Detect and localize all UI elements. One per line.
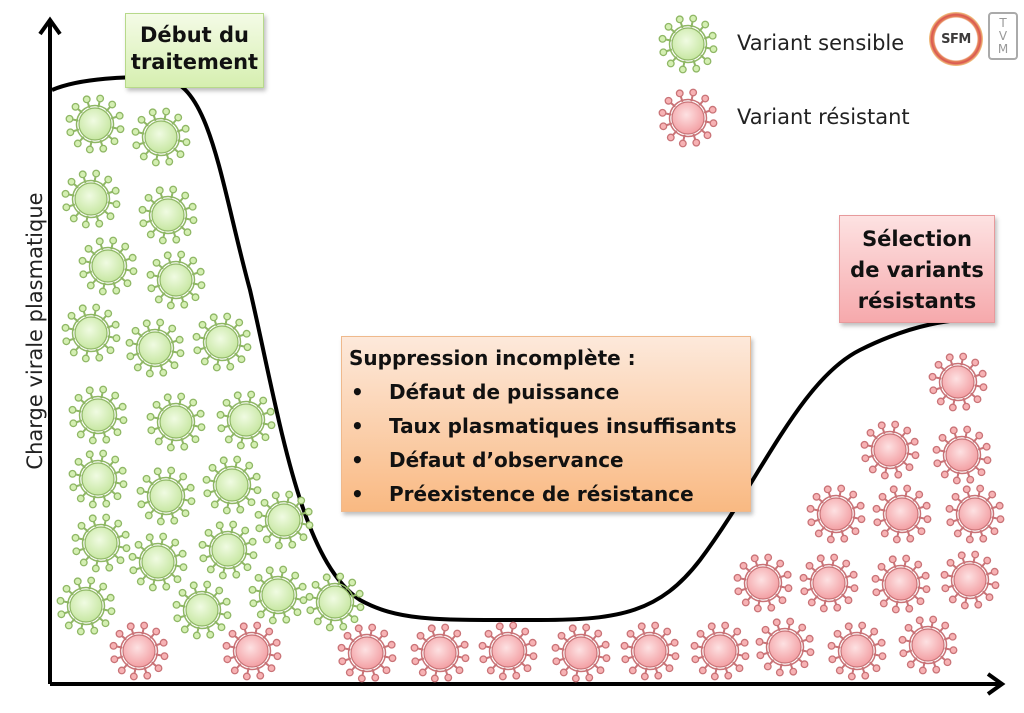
- resistant-variant-virus-icon: [337, 623, 397, 683]
- tvm-letter: T: [999, 15, 1007, 30]
- sfm-logo-text: SFM: [941, 31, 971, 47]
- sensitive-variant-virus-icon: [192, 312, 252, 372]
- resistant-variant-virus-icon: [620, 621, 680, 681]
- sensitive-variant-virus-icon: [248, 565, 308, 625]
- sensitive-variant-virus-icon: [65, 94, 125, 154]
- treatment-start-line: Début du: [140, 23, 249, 47]
- resistant-variant-virus-icon: [945, 484, 1005, 544]
- tvm-letter: M: [997, 41, 1009, 56]
- sensitive-variant-virus-icon: [172, 580, 232, 640]
- resistant-variant-virus-icon: [940, 550, 1000, 610]
- sensitive-variant-virus-icon: [78, 236, 138, 296]
- suppression-item: • Préexistence de résistance: [349, 477, 750, 511]
- resistant-variant-virus-icon: [872, 484, 932, 544]
- x-axis-arrowhead: [986, 672, 1006, 696]
- resistant-variant-virus-icon: [222, 621, 282, 681]
- suppression-item: • Taux plasmatiques insuffisants: [349, 409, 750, 443]
- tvm-letter: V: [998, 28, 1008, 43]
- legend-label-sensible: Variant sensible: [737, 31, 905, 55]
- bullet: •: [351, 482, 364, 506]
- suppression-list: • Défaut de puissance • Taux plasmatiques …: [349, 375, 750, 511]
- resistant-selection-box: Sélection de variants résistants: [839, 215, 995, 323]
- resistant-variant-virus-icon: [410, 623, 470, 683]
- sensitive-variant-virus-icon: [68, 449, 128, 509]
- sensitive-variant-virus-icon: [146, 392, 206, 452]
- resistant-variant-virus-icon: [806, 484, 866, 544]
- selection-line: Sélection: [862, 227, 972, 251]
- sensitive-variant-virus-icon: [61, 169, 121, 229]
- sfm-logo: SFM: [929, 12, 983, 66]
- sensitive-variant-virus-icon: [68, 385, 128, 445]
- resistant-variant-virus-icon: [755, 617, 815, 677]
- resistant-variant-virus-icon: [733, 553, 793, 613]
- bullet: •: [351, 380, 364, 404]
- resistant-variant-virus-icon: [932, 425, 992, 485]
- sensitive-variant-virus-icon: [198, 520, 258, 580]
- sensitive-variant-virus-icon: [146, 250, 206, 310]
- suppression-item-text: Défaut d’observance: [389, 448, 624, 472]
- tvm-logo: T V M: [988, 12, 1018, 60]
- resistant-variant-virus-icon: [871, 554, 931, 614]
- resistant-variant-virus-icon: [690, 621, 750, 681]
- sensitive-variant-virus-icon: [128, 532, 188, 592]
- suppression-item-text: Défaut de puissance: [389, 380, 620, 404]
- sensitive-variant-virus-icon: [61, 303, 121, 363]
- suppression-item: • Défaut d’observance: [349, 443, 750, 477]
- sensitive-variant-virus-icon: [305, 572, 365, 632]
- sensitive-variant-virus-icon: [131, 107, 191, 167]
- sensitive-variant-virus-icon: [136, 466, 196, 526]
- sensitive-variant-virus-icon: [71, 513, 131, 573]
- sensitive-variant-virus-icon: [138, 185, 198, 245]
- sensitive-variant-virus-icon: [56, 576, 116, 636]
- virus-group: [56, 94, 1005, 683]
- suppression-item-text: Préexistence de résistance: [389, 482, 694, 506]
- suppression-item-text: Taux plasmatiques insuffisants: [389, 414, 737, 438]
- y-axis-arrowhead: [38, 16, 62, 36]
- legend-icons: [658, 14, 718, 148]
- sensitive-variant-virus-icon: [125, 318, 185, 378]
- selection-line: résistants: [857, 289, 977, 313]
- resistant-variant-virus-icon: [478, 621, 538, 681]
- incomplete-suppression-box: Suppression incomplète : • Défaut de puis…: [341, 336, 751, 512]
- y-axis-label: Charge virale plasmatique: [23, 192, 47, 470]
- resistant-variant-virus-icon: [898, 615, 958, 675]
- viral-load-curve: [51, 75, 996, 623]
- legend-label-resistant: Variant résistant: [737, 105, 910, 129]
- resistant-variant-virus-icon: [799, 553, 859, 613]
- selection-line: de variants: [850, 258, 984, 282]
- sensitive-variant-virus-icon: [254, 490, 314, 550]
- bullet: •: [351, 448, 364, 472]
- treatment-start-box: Début du traitement: [125, 13, 264, 88]
- bullet: •: [351, 414, 364, 438]
- treatment-start-line: traitement: [130, 50, 259, 74]
- resistant-variant-virus-icon: [551, 623, 611, 683]
- sensitive-variant-virus-icon: [202, 455, 262, 515]
- resistant-variant-virus-icon: [928, 352, 988, 412]
- resistant-variant-virus-icon: [658, 88, 718, 148]
- resistant-variant-virus-icon: [109, 621, 169, 681]
- sensitive-variant-virus-icon: [658, 14, 718, 74]
- suppression-item: • Défaut de puissance: [349, 375, 750, 409]
- resistant-variant-virus-icon: [860, 420, 920, 480]
- resistant-variant-virus-icon: [827, 621, 887, 681]
- suppression-title: Suppression incomplète :: [349, 346, 636, 370]
- sensitive-variant-virus-icon: [216, 390, 276, 450]
